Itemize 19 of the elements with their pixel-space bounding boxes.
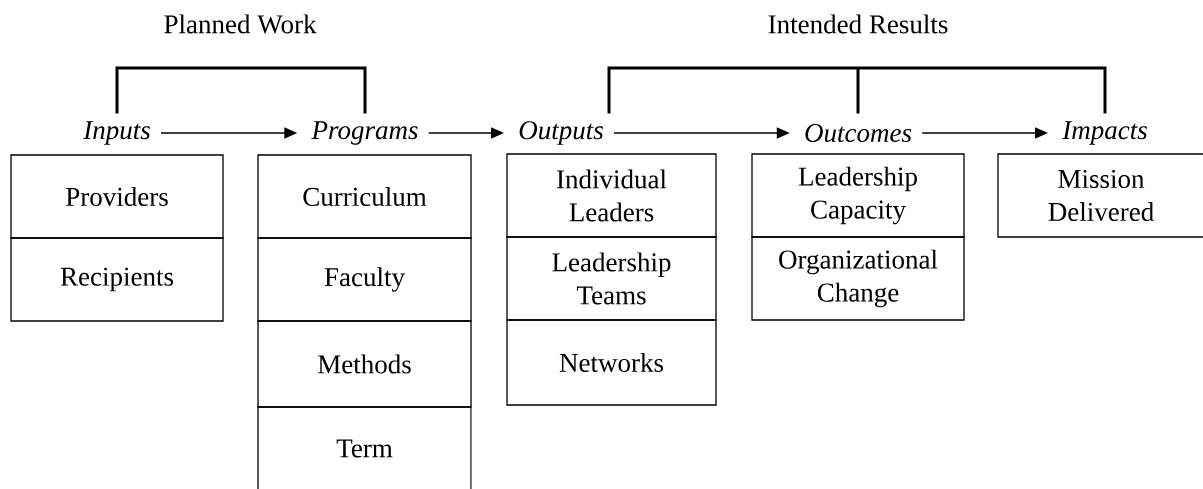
cell-box: Leadership Capacity — [751, 153, 965, 238]
group-label: Intended Results — [768, 14, 948, 34]
cell-box: Recipients — [10, 237, 224, 322]
column-heading: Outcomes — [805, 123, 912, 143]
cell-box: Providers — [10, 154, 224, 239]
column-heading: Inputs — [83, 121, 150, 145]
cell-box: Individual Leaders — [506, 153, 717, 238]
cell-box: Curriculum — [257, 154, 472, 239]
cell-box: Term — [257, 406, 472, 489]
group-label: Planned Work — [164, 14, 317, 34]
cell-box: Organizational Change — [751, 236, 965, 321]
cell-box: Leadership Teams — [506, 236, 717, 321]
column-heading: Outputs — [519, 121, 603, 145]
cell-box: Mission Delivered — [997, 153, 1203, 238]
column-heading: Impacts — [1062, 121, 1147, 145]
column-heading: Programs — [311, 121, 418, 145]
cell-box: Methods — [257, 320, 472, 408]
cell-box: Faculty — [257, 237, 472, 322]
cell-box: Networks — [506, 319, 717, 406]
